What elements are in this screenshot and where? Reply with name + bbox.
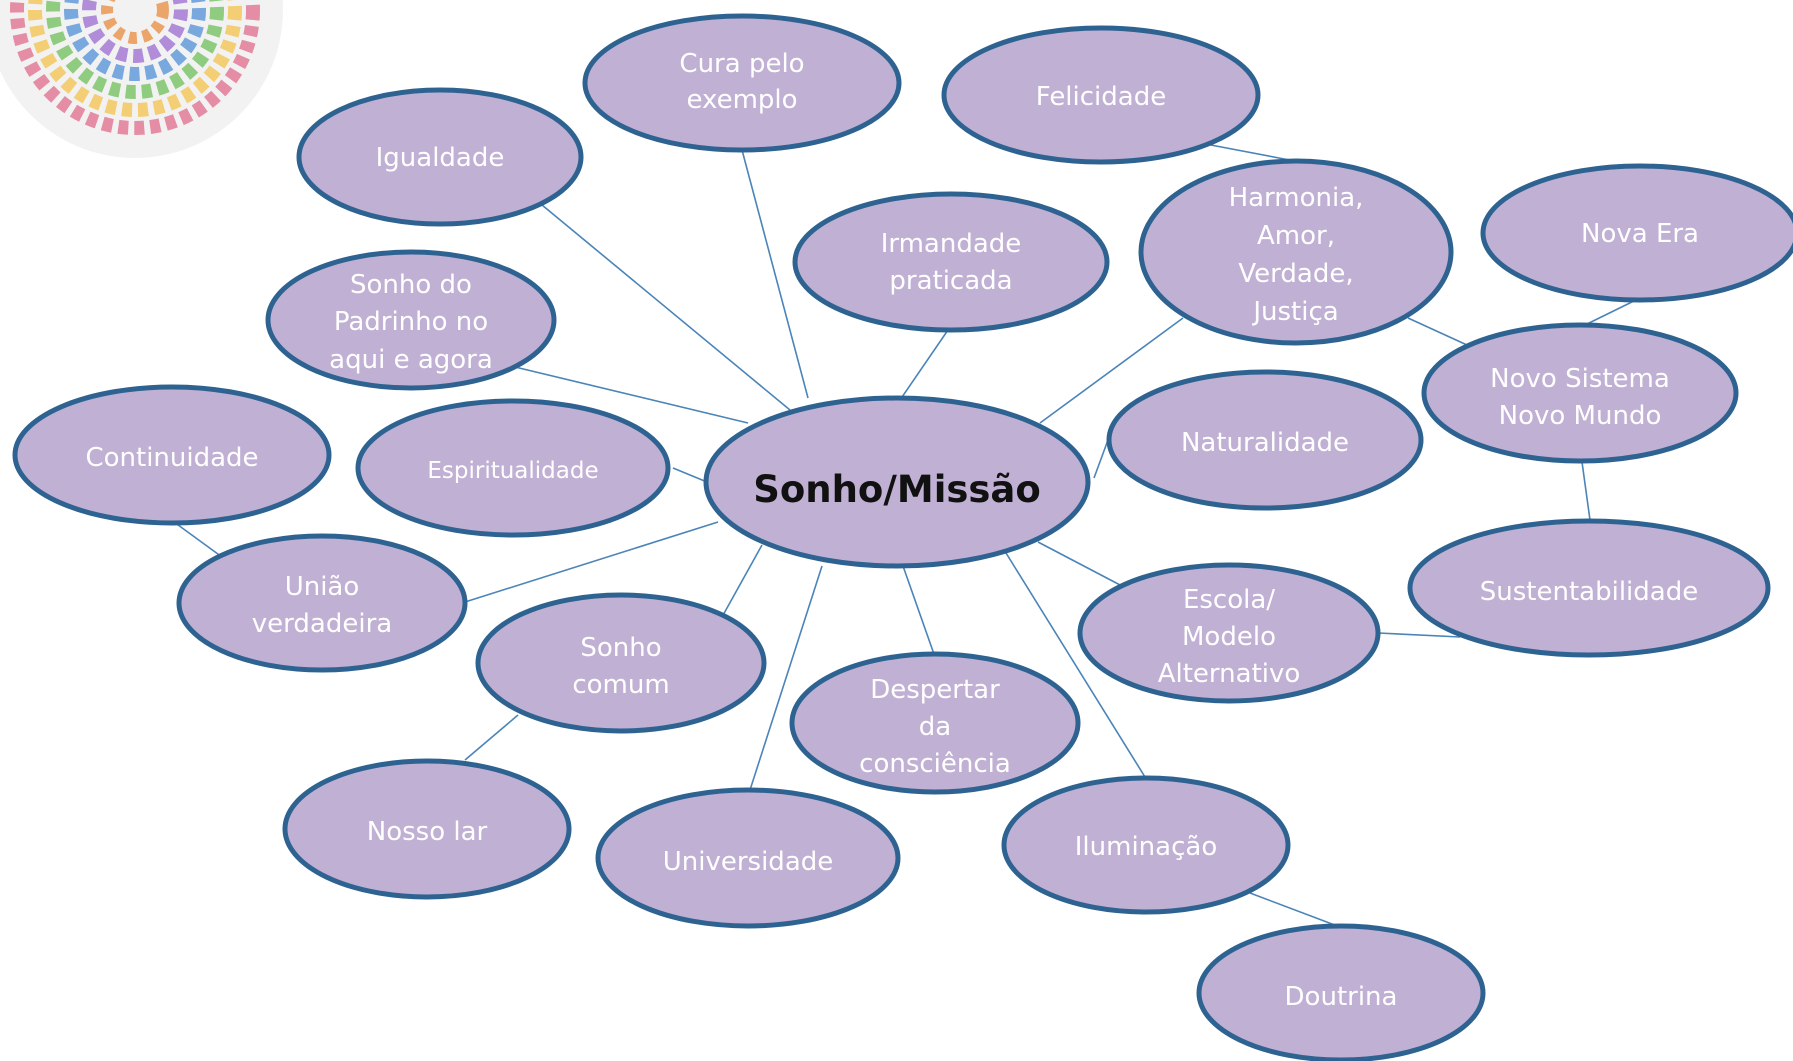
node-sustentabilidade-label: Sustentabilidade — [1480, 577, 1698, 607]
node-sonho-padrinho-line-2: Padrinho no — [334, 307, 488, 337]
edge-iluminacao-doutrina — [1249, 892, 1341, 928]
node-espiritualidade-label: Espiritualidade — [427, 458, 598, 484]
node-igualdade-label: Igualdade — [376, 143, 505, 173]
node-naturalidade-label: Naturalidade — [1181, 428, 1349, 458]
node-escola-modelo-alternativo: Escola/ Modelo Alternativo — [1077, 562, 1381, 704]
node-despertar-line-1: Despertar — [870, 675, 1000, 705]
center-label: Sonho/Missão — [753, 468, 1041, 511]
node-sonho-padrinho-line-1: Sonho do — [350, 270, 472, 300]
node-despertar-da-consciencia: Despertar da consciência — [789, 651, 1081, 795]
node-igualdade: Igualdade — [296, 87, 584, 227]
edge-nova-era-novo-sistema — [1584, 297, 1641, 326]
node-despertar-line-3: consciência — [859, 749, 1011, 779]
edge-center-despertar — [902, 565, 936, 658]
node-harmonia-line-3: Verdade, — [1238, 259, 1353, 289]
node-sonho-comum: Sonho comum — [475, 592, 767, 734]
node-iluminacao-label: Iluminação — [1075, 832, 1217, 862]
node-doutrina: Doutrina — [1196, 923, 1486, 1061]
edge-continuidade-uniao — [173, 521, 223, 558]
node-center-sonho-missao: Sonho/Missão — [703, 395, 1091, 569]
node-nova-era: Nova Era — [1480, 163, 1793, 303]
node-nosso-lar-label: Nosso lar — [367, 817, 488, 847]
node-universidade: Universidade — [595, 787, 901, 929]
node-cura-line-1: Cura pelo — [679, 49, 804, 79]
edge-novo-sistema-sustentabilidade — [1581, 461, 1591, 521]
node-harmonia-line-4: Justiça — [1251, 297, 1338, 327]
edge-center-espiritualidade — [672, 467, 708, 483]
node-novo-sistema-line-2: Novo Mundo — [1499, 401, 1662, 431]
node-sonho-do-padrinho: Sonho do Padrinho no aqui e agora — [265, 249, 557, 391]
node-continuidade: Continuidade — [12, 384, 332, 526]
rainbow-spiral-logo — [0, 0, 283, 158]
node-nova-era-label: Nova Era — [1581, 219, 1699, 249]
node-escola-line-3: Alternativo — [1158, 659, 1301, 689]
node-naturalidade: Naturalidade — [1106, 369, 1424, 511]
node-harmonia-line-2: Amor, — [1257, 221, 1335, 251]
node-escola-line-2: Modelo — [1182, 622, 1276, 652]
node-espiritualidade: Espiritualidade — [355, 398, 671, 538]
edge-center-universidade — [749, 565, 823, 791]
node-harmonia-amor-verdade-justica: Harmonia, Amor, Verdade, Justiça — [1138, 158, 1454, 346]
node-irmandade-praticada: Irmandade praticada — [792, 191, 1110, 333]
node-irmandade-line-2: praticada — [889, 266, 1012, 296]
edge-sustentabilidade-escola — [1377, 632, 1461, 638]
edge-center-iluminacao — [1005, 552, 1146, 778]
edge-center-sonho-padrinho — [514, 366, 749, 424]
edge-center-irmandade — [899, 329, 949, 401]
edge-center-naturalidade — [1093, 439, 1109, 479]
node-escola-line-1: Escola/ — [1183, 585, 1275, 615]
node-sonho-padrinho-line-3: aqui e agora — [329, 345, 493, 375]
node-felicidade: Felicidade — [941, 25, 1261, 165]
node-nosso-lar: Nosso lar — [282, 758, 572, 900]
edge-center-escola — [1037, 541, 1123, 587]
node-uniao-verdadeira: União verdadeira — [176, 533, 468, 673]
node-sonho-comum-line-2: comum — [572, 670, 669, 700]
edge-center-sonho-comum — [721, 544, 763, 618]
edge-harmonia-novo-sistema — [1407, 317, 1468, 346]
nodes: Cura pelo exemplo Felicidade Igualdade I… — [12, 13, 1793, 1061]
edge-sonho-comum-nosso-lar — [464, 714, 519, 761]
edge-felicidade-harmonia — [1194, 141, 1301, 163]
edges — [173, 141, 1641, 928]
node-cura-line-2: exemplo — [686, 85, 797, 115]
edge-center-uniao — [464, 521, 719, 603]
edge-center-cura — [741, 149, 809, 399]
node-despertar-line-2: da — [919, 712, 951, 742]
edge-center-harmonia — [1039, 317, 1184, 424]
node-sustentabilidade: Sustentabilidade — [1407, 518, 1771, 658]
node-universidade-label: Universidade — [663, 847, 834, 877]
node-novo-sistema-novo-mundo: Novo Sistema Novo Mundo — [1421, 322, 1739, 464]
node-uniao-line-1: União — [285, 572, 360, 602]
node-doutrina-label: Doutrina — [1285, 982, 1398, 1012]
node-novo-sistema-line-1: Novo Sistema — [1490, 364, 1670, 394]
node-cura-pelo-exemplo: Cura pelo exemplo — [582, 13, 902, 153]
node-continuidade-label: Continuidade — [85, 443, 258, 473]
node-felicidade-label: Felicidade — [1036, 82, 1166, 112]
node-uniao-line-2: verdadeira — [252, 609, 392, 639]
node-iluminacao: Iluminação — [1001, 775, 1291, 915]
node-sonho-comum-line-1: Sonho — [580, 633, 661, 663]
node-harmonia-line-1: Harmonia, — [1229, 183, 1364, 213]
edge-center-igualdade — [541, 204, 791, 411]
node-irmandade-line-1: Irmandade — [881, 229, 1022, 259]
